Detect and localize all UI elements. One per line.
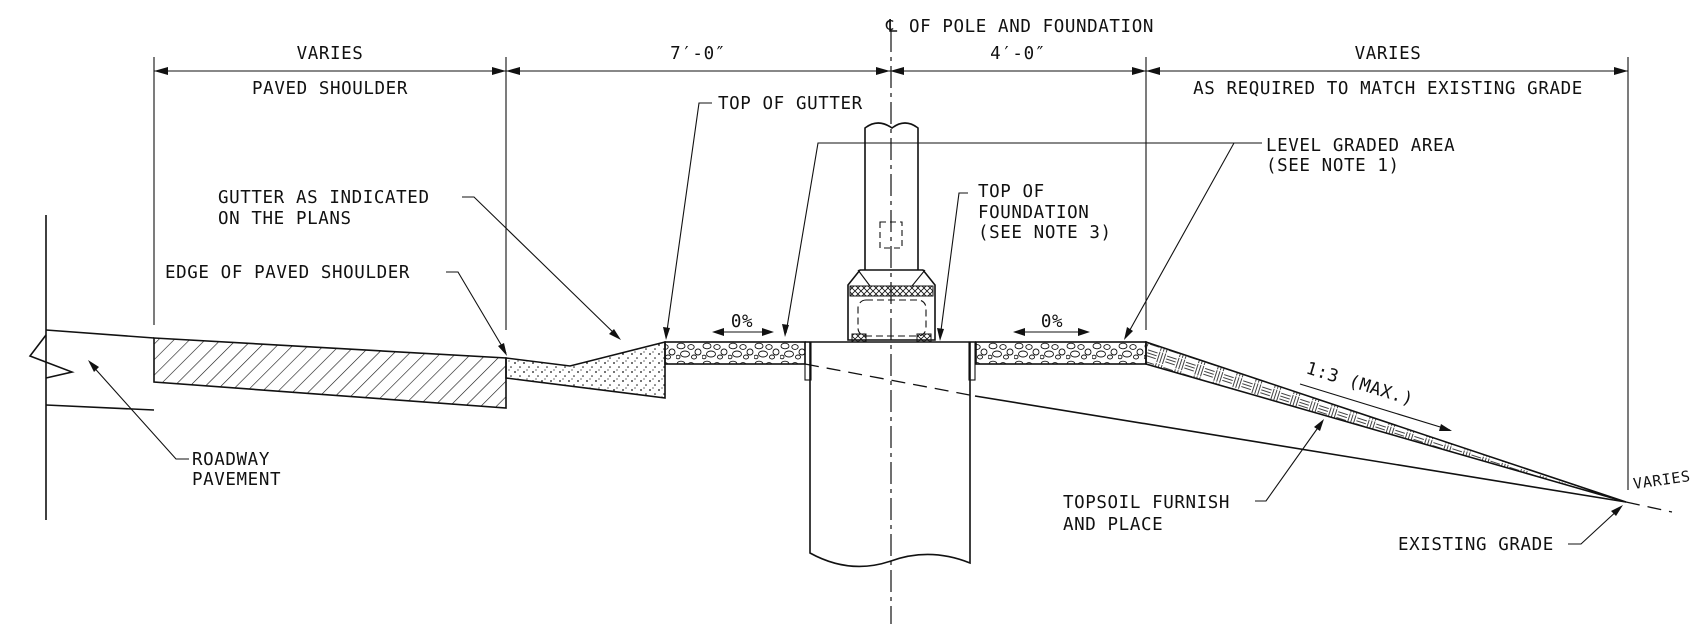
subgrade-line [974, 395, 1627, 503]
slope-right-label: 0% [1041, 312, 1063, 332]
top-of-gutter-label: TOP OF GUTTER [718, 94, 863, 114]
extension-lines [153, 57, 1629, 490]
level-graded-label-1: LEVEL GRADED AREA [1266, 136, 1455, 156]
match-grade-label: AS REQUIRED TO MATCH EXISTING GRADE [1193, 79, 1583, 99]
paved-shoulder-label: PAVED SHOULDER [252, 79, 408, 99]
roadway-label-1: ROADWAY [192, 450, 270, 470]
topsoil-slope [1145, 340, 1627, 503]
level-graded-area-right [975, 341, 1147, 365]
paved-shoulder [153, 337, 507, 409]
dim-7ft: 7′-0″ [670, 44, 726, 64]
top-foundation-label-1: TOP OF [978, 182, 1045, 202]
dim-4ft: 4′-0″ [990, 44, 1046, 64]
existing-grade-dashed-right [1625, 501, 1673, 513]
slope-left-label: 0% [731, 312, 753, 332]
varies-small-label: VARIES [1632, 467, 1692, 493]
edge-paved-label: EDGE OF PAVED SHOULDER [165, 263, 410, 283]
top-foundation-label-3: (SEE NOTE 3) [978, 223, 1112, 243]
roadway-pavement [28, 215, 155, 520]
dim-varies-left: VARIES [297, 44, 364, 64]
existing-grade-dashed-left [804, 363, 976, 397]
level-graded-label-2: (SEE NOTE 1) [1266, 156, 1400, 176]
top-foundation-label-2: FOUNDATION [978, 203, 1089, 223]
topsoil-label-2: AND PLACE [1063, 515, 1163, 535]
leader-lines [88, 102, 1623, 545]
slope-arrows [712, 328, 1452, 431]
gutter-label-2: ON THE PLANS [218, 209, 352, 229]
dim-varies-right: VARIES [1355, 44, 1422, 64]
topsoil-label-1: TOPSOIL FURNISH [1063, 493, 1230, 513]
level-graded-area-left [664, 341, 806, 365]
roadway-label-2: PAVEMENT [192, 470, 281, 490]
existing-grade-label: EXISTING GRADE [1398, 535, 1554, 555]
gutter [505, 340, 666, 399]
gutter-label-1: GUTTER AS INDICATED [218, 188, 430, 208]
centerline-label: ℄ OF POLE AND FOUNDATION [885, 17, 1154, 37]
